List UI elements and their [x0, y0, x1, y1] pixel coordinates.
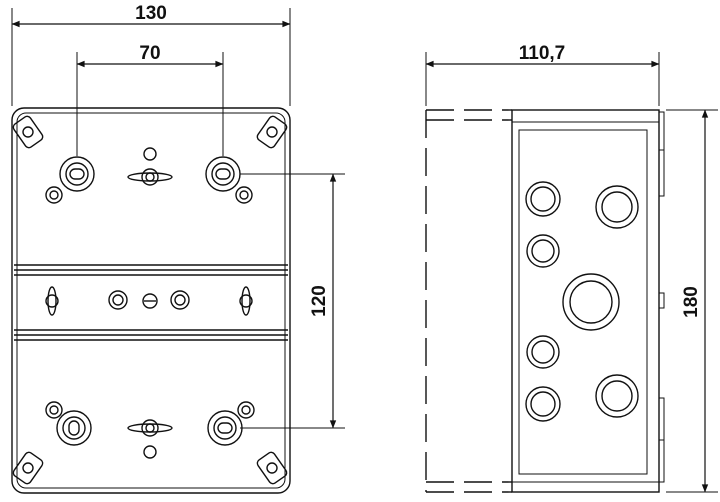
dim-label-110-7: 110,7	[519, 43, 566, 64]
side-body-outline	[511, 109, 660, 493]
side-view	[425, 52, 718, 493]
dim-label-70: 70	[139, 43, 160, 64]
side-ribs	[658, 111, 665, 483]
corner-screw-icon	[12, 451, 44, 485]
cable-knockout-icon	[525, 181, 639, 422]
din-rail	[14, 264, 288, 341]
front-housing-outline	[11, 107, 291, 494]
corner-screw-icon	[12, 115, 44, 149]
side-body-inner	[518, 129, 648, 475]
screw-hole-icon	[45, 186, 255, 419]
dim-label-120: 120	[309, 285, 330, 317]
rail-screw-icon	[108, 290, 190, 310]
mounting-boss-icon	[56, 410, 92, 446]
corner-screw-icon	[256, 115, 288, 149]
center-fixing-icon	[127, 419, 173, 459]
mounting-boss-icon	[207, 410, 243, 446]
mounting-boss-icon	[205, 156, 241, 192]
lid-outline-dashed	[425, 109, 512, 493]
extension-lines	[11, 8, 345, 429]
dim-label-130: 130	[135, 3, 167, 24]
front-view	[11, 8, 345, 494]
center-fixing-icon	[127, 147, 173, 186]
dim-label-180: 180	[681, 286, 702, 318]
front-housing-inner	[16, 112, 286, 489]
extension-lines	[425, 52, 718, 493]
rail-clip-icon	[45, 286, 253, 316]
mounting-boss-icon	[59, 156, 95, 192]
corner-screw-icon	[256, 451, 288, 485]
